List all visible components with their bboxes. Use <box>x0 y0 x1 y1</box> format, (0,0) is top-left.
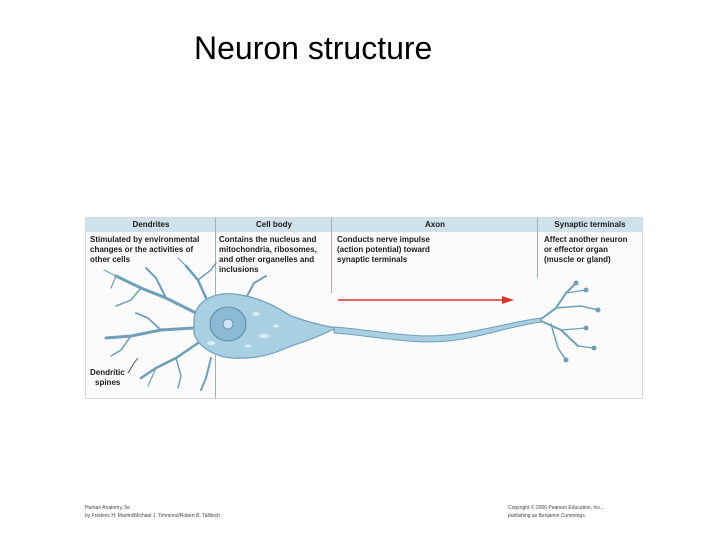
column-heading-dendrites: Dendrites <box>132 220 170 229</box>
neuron-illustration <box>103 257 601 391</box>
nucleus <box>209 306 247 342</box>
neuron-figure: Dendrites Cell body Axon Synaptic termin… <box>85 217 643 399</box>
description-cell-body: Contains the nucleus and mitochondria, r… <box>219 235 317 274</box>
axon-terminal-knobs <box>563 280 601 363</box>
axon <box>333 317 542 343</box>
description-synaptic-terminals: Affect another neuron or effector organ … <box>544 235 628 264</box>
credit-right: Copyright © 2006 Pearson Education, Inc.… <box>508 505 603 519</box>
column-heading-cell-body: Cell body <box>255 220 292 229</box>
callout-leader-lines <box>127 357 139 374</box>
description-dendrites: Stimulated by environmental changes or t… <box>90 235 200 264</box>
column-heading-axon: Axon <box>425 220 445 229</box>
dendritic-spines-callout: Dendritic spines <box>90 368 125 387</box>
dendrites <box>103 257 267 391</box>
figure-header-row <box>86 218 642 232</box>
synaptic-terminal-branches <box>540 282 599 361</box>
column-divider <box>537 218 538 278</box>
slide-title: Neuron structure <box>194 30 433 66</box>
column-divider <box>331 218 332 293</box>
column-heading-synaptic-terminals: Synaptic terminals <box>554 220 626 229</box>
cell-organelles <box>207 312 279 348</box>
description-axon: Conducts nerve impulse (action potential… <box>337 235 430 264</box>
credit-left: Human Anatomy, 5e by Frederic H. Martini… <box>85 505 220 519</box>
impulse-direction-arrow <box>338 296 514 304</box>
